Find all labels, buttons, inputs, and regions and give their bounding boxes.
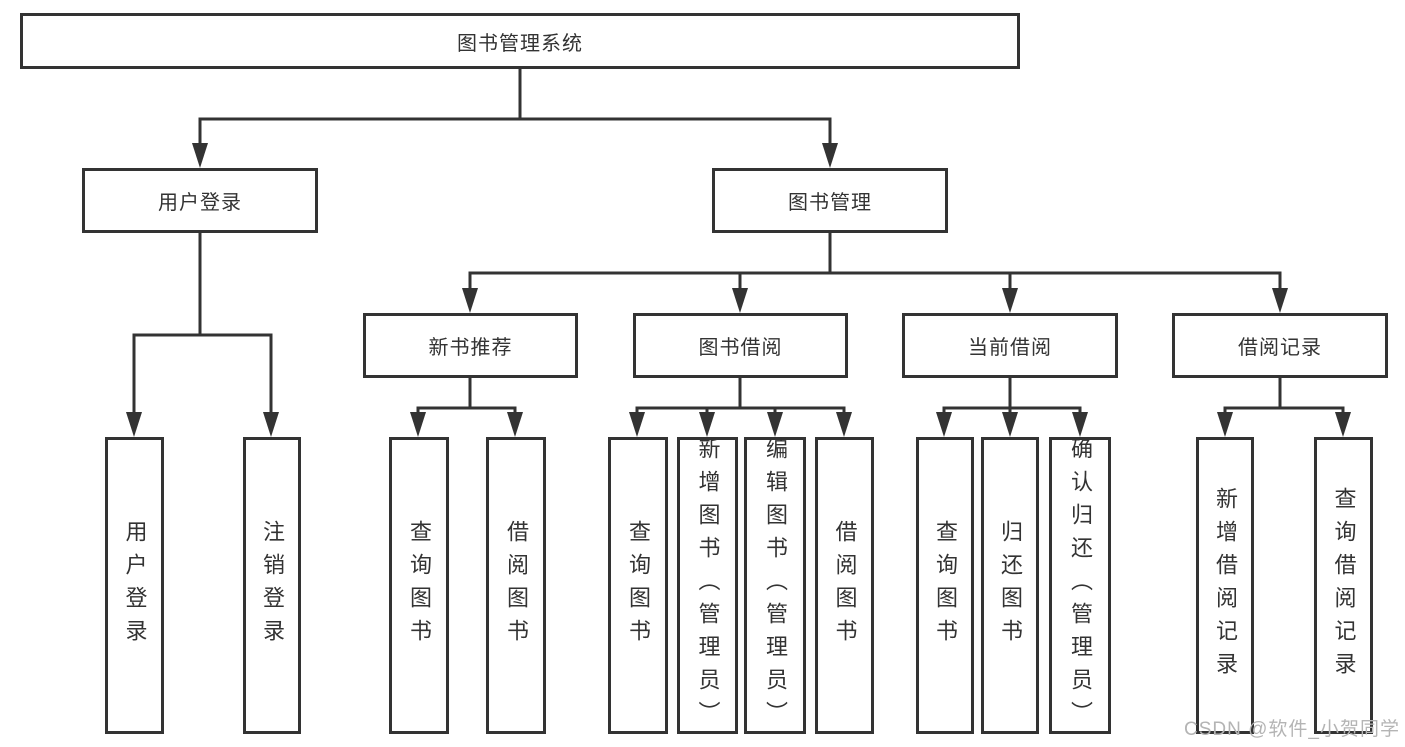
leaf-borrow-book-newbook: 借阅图书 bbox=[486, 437, 546, 734]
leaf-user-login: 用户登录 bbox=[105, 437, 164, 734]
leaf-confirm-return-admin: 确认归还（管理员） bbox=[1049, 437, 1111, 734]
connector-new-book-group bbox=[416, 378, 517, 417]
leaf-add-borrow-record: 新增借阅记录 bbox=[1196, 437, 1254, 734]
node-user-login: 用户登录 bbox=[82, 168, 318, 233]
connector-book-borrow-group bbox=[635, 378, 846, 417]
leaf-label: 借阅图书 bbox=[504, 519, 529, 652]
node-label: 图书借阅 bbox=[698, 337, 783, 359]
leaf-label: 确认归还（管理员） bbox=[1068, 437, 1093, 734]
leaf-borrow-book: 借阅图书 bbox=[815, 437, 874, 734]
node-book-management: 图书管理 bbox=[712, 168, 948, 233]
leaf-add-book-admin: 新增图书（管理员） bbox=[677, 437, 738, 734]
node-book-borrow: 图书借阅 bbox=[633, 313, 848, 378]
leaf-query-book-current: 查询图书 bbox=[916, 437, 974, 734]
node-label: 新书推荐 bbox=[428, 337, 513, 359]
connector-borrow-record-group bbox=[1223, 378, 1345, 417]
leaf-label: 借阅图书 bbox=[832, 519, 858, 652]
node-borrow-record: 借阅记录 bbox=[1172, 313, 1388, 378]
leaf-label: 用户登录 bbox=[122, 519, 148, 652]
leaf-label: 编辑图书（管理员） bbox=[763, 437, 788, 734]
connector-user-login-group bbox=[132, 233, 273, 416]
node-label: 借阅记录 bbox=[1238, 337, 1322, 359]
connector-root-to-level2 bbox=[198, 68, 832, 146]
connector-book-management-group bbox=[468, 233, 1282, 292]
node-label: 用户登录 bbox=[158, 192, 242, 214]
leaf-query-book-borrow: 查询图书 bbox=[608, 437, 668, 734]
node-new-book-recommend: 新书推荐 bbox=[363, 313, 578, 378]
leaf-label: 新增借阅记录 bbox=[1213, 486, 1238, 685]
node-root: 图书管理系统 bbox=[20, 13, 1020, 69]
leaf-label: 查询图书 bbox=[933, 519, 958, 652]
leaf-label: 查询图书 bbox=[626, 519, 651, 652]
leaf-label: 查询图书 bbox=[407, 519, 432, 652]
connector-current-borrow-group bbox=[942, 378, 1082, 417]
leaf-return-book: 归还图书 bbox=[981, 437, 1039, 734]
node-label: 当前借阅 bbox=[968, 337, 1052, 359]
leaf-label: 新增图书（管理员） bbox=[695, 437, 721, 734]
node-label: 图书管理 bbox=[788, 192, 872, 214]
leaf-label: 查询借阅记录 bbox=[1331, 486, 1357, 685]
leaf-label: 注销登录 bbox=[260, 519, 285, 652]
csdn-watermark: CSDN @软件_小贺同学 bbox=[1184, 719, 1400, 740]
node-root-label: 图书管理系统 bbox=[457, 32, 583, 55]
leaf-label: 归还图书 bbox=[998, 519, 1023, 652]
leaf-query-book-newbook: 查询图书 bbox=[389, 437, 449, 734]
node-current-borrow: 当前借阅 bbox=[902, 313, 1118, 378]
leaf-edit-book-admin: 编辑图书（管理员） bbox=[744, 437, 806, 734]
leaf-query-borrow-record: 查询借阅记录 bbox=[1314, 437, 1373, 734]
leaf-logout: 注销登录 bbox=[243, 437, 301, 734]
